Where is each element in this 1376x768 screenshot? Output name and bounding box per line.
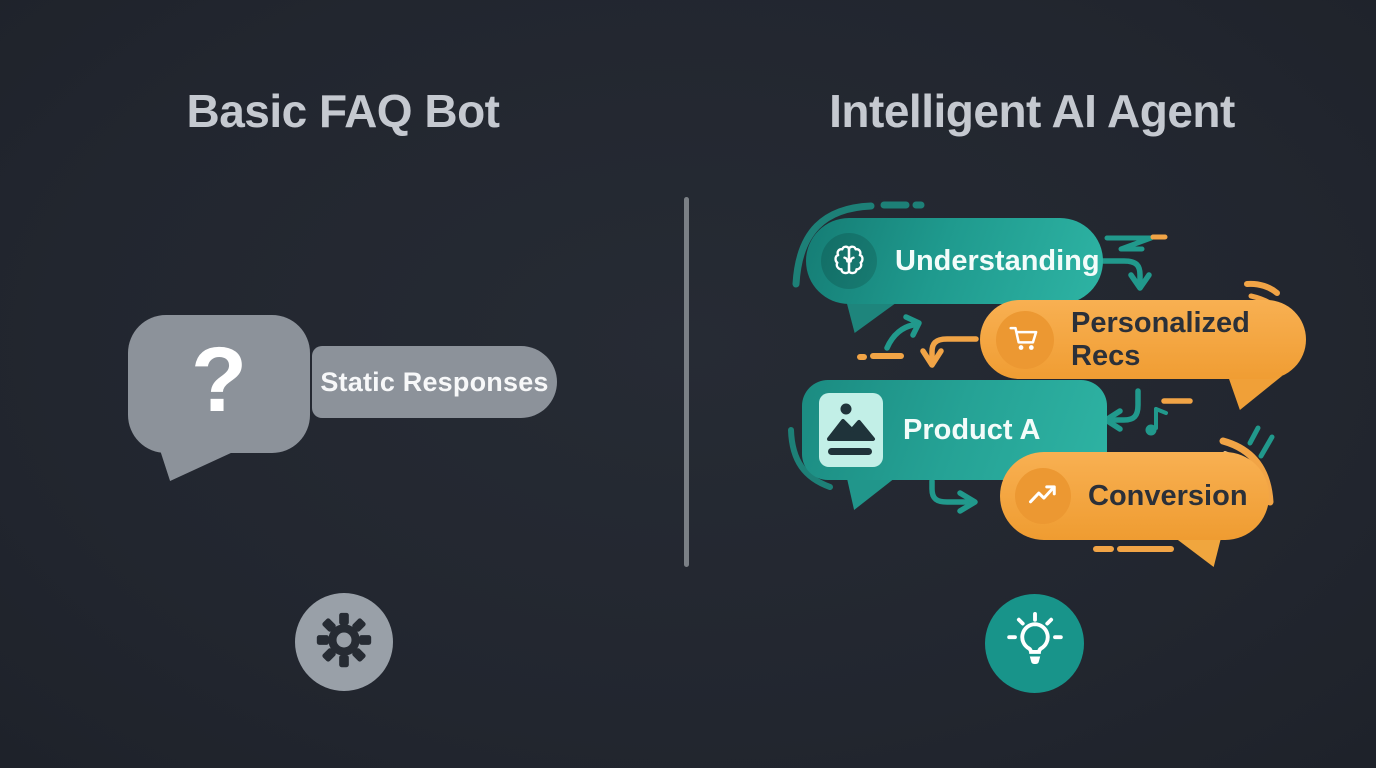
decor-arrow-product-to-conversion bbox=[929, 478, 978, 514]
conversion-bubble: Conversion bbox=[1000, 452, 1269, 540]
decor-sparkle-slash-2 bbox=[1258, 434, 1275, 459]
personalized-recs-bubble-tail bbox=[1228, 376, 1282, 410]
faq-speech-bubble: ? bbox=[128, 315, 310, 453]
decor-zigzag bbox=[1104, 235, 1154, 252]
shopping-cart-icon bbox=[996, 310, 1054, 369]
panel-divider bbox=[684, 197, 689, 567]
decor-arrow-down-to-recs bbox=[1095, 258, 1152, 291]
product-image-icon bbox=[819, 393, 883, 467]
gear-badge bbox=[295, 593, 393, 691]
understanding-bubble: Understanding bbox=[806, 218, 1103, 304]
faq-speech-bubble-tail bbox=[160, 450, 232, 481]
static-responses-pill: Static Responses bbox=[312, 346, 557, 418]
lightbulb-badge bbox=[985, 594, 1084, 693]
decor-sparkle-slash-1 bbox=[1247, 425, 1261, 446]
understanding-label: Understanding bbox=[895, 244, 1100, 277]
left-panel-title: Basic FAQ Bot bbox=[186, 85, 500, 137]
right-panel-title: Intelligent AI Agent bbox=[829, 85, 1235, 137]
decor-arc-recs-short bbox=[1244, 280, 1280, 296]
decor-music-note-icon bbox=[1145, 407, 1168, 436]
personalized-recs-label: Personalized Recs bbox=[1071, 306, 1250, 372]
brain-icon bbox=[821, 233, 877, 289]
decor-arrow-return-left bbox=[1103, 388, 1141, 432]
product-a-label: Product A bbox=[903, 413, 1041, 446]
static-responses-label: Static Responses bbox=[320, 366, 549, 397]
gear-icon bbox=[315, 611, 373, 674]
personalized-recs-bubble: Personalized Recs bbox=[980, 300, 1306, 379]
question-mark-icon: ? bbox=[190, 329, 248, 431]
trending-up-icon bbox=[1015, 468, 1071, 524]
lightbulb-icon bbox=[1004, 610, 1066, 677]
conversion-label: Conversion bbox=[1088, 479, 1248, 512]
understanding-bubble-tail bbox=[846, 300, 900, 333]
decor-arrow-recs-to-product bbox=[920, 336, 979, 368]
decor-arrow-squiggle-up bbox=[884, 314, 922, 351]
